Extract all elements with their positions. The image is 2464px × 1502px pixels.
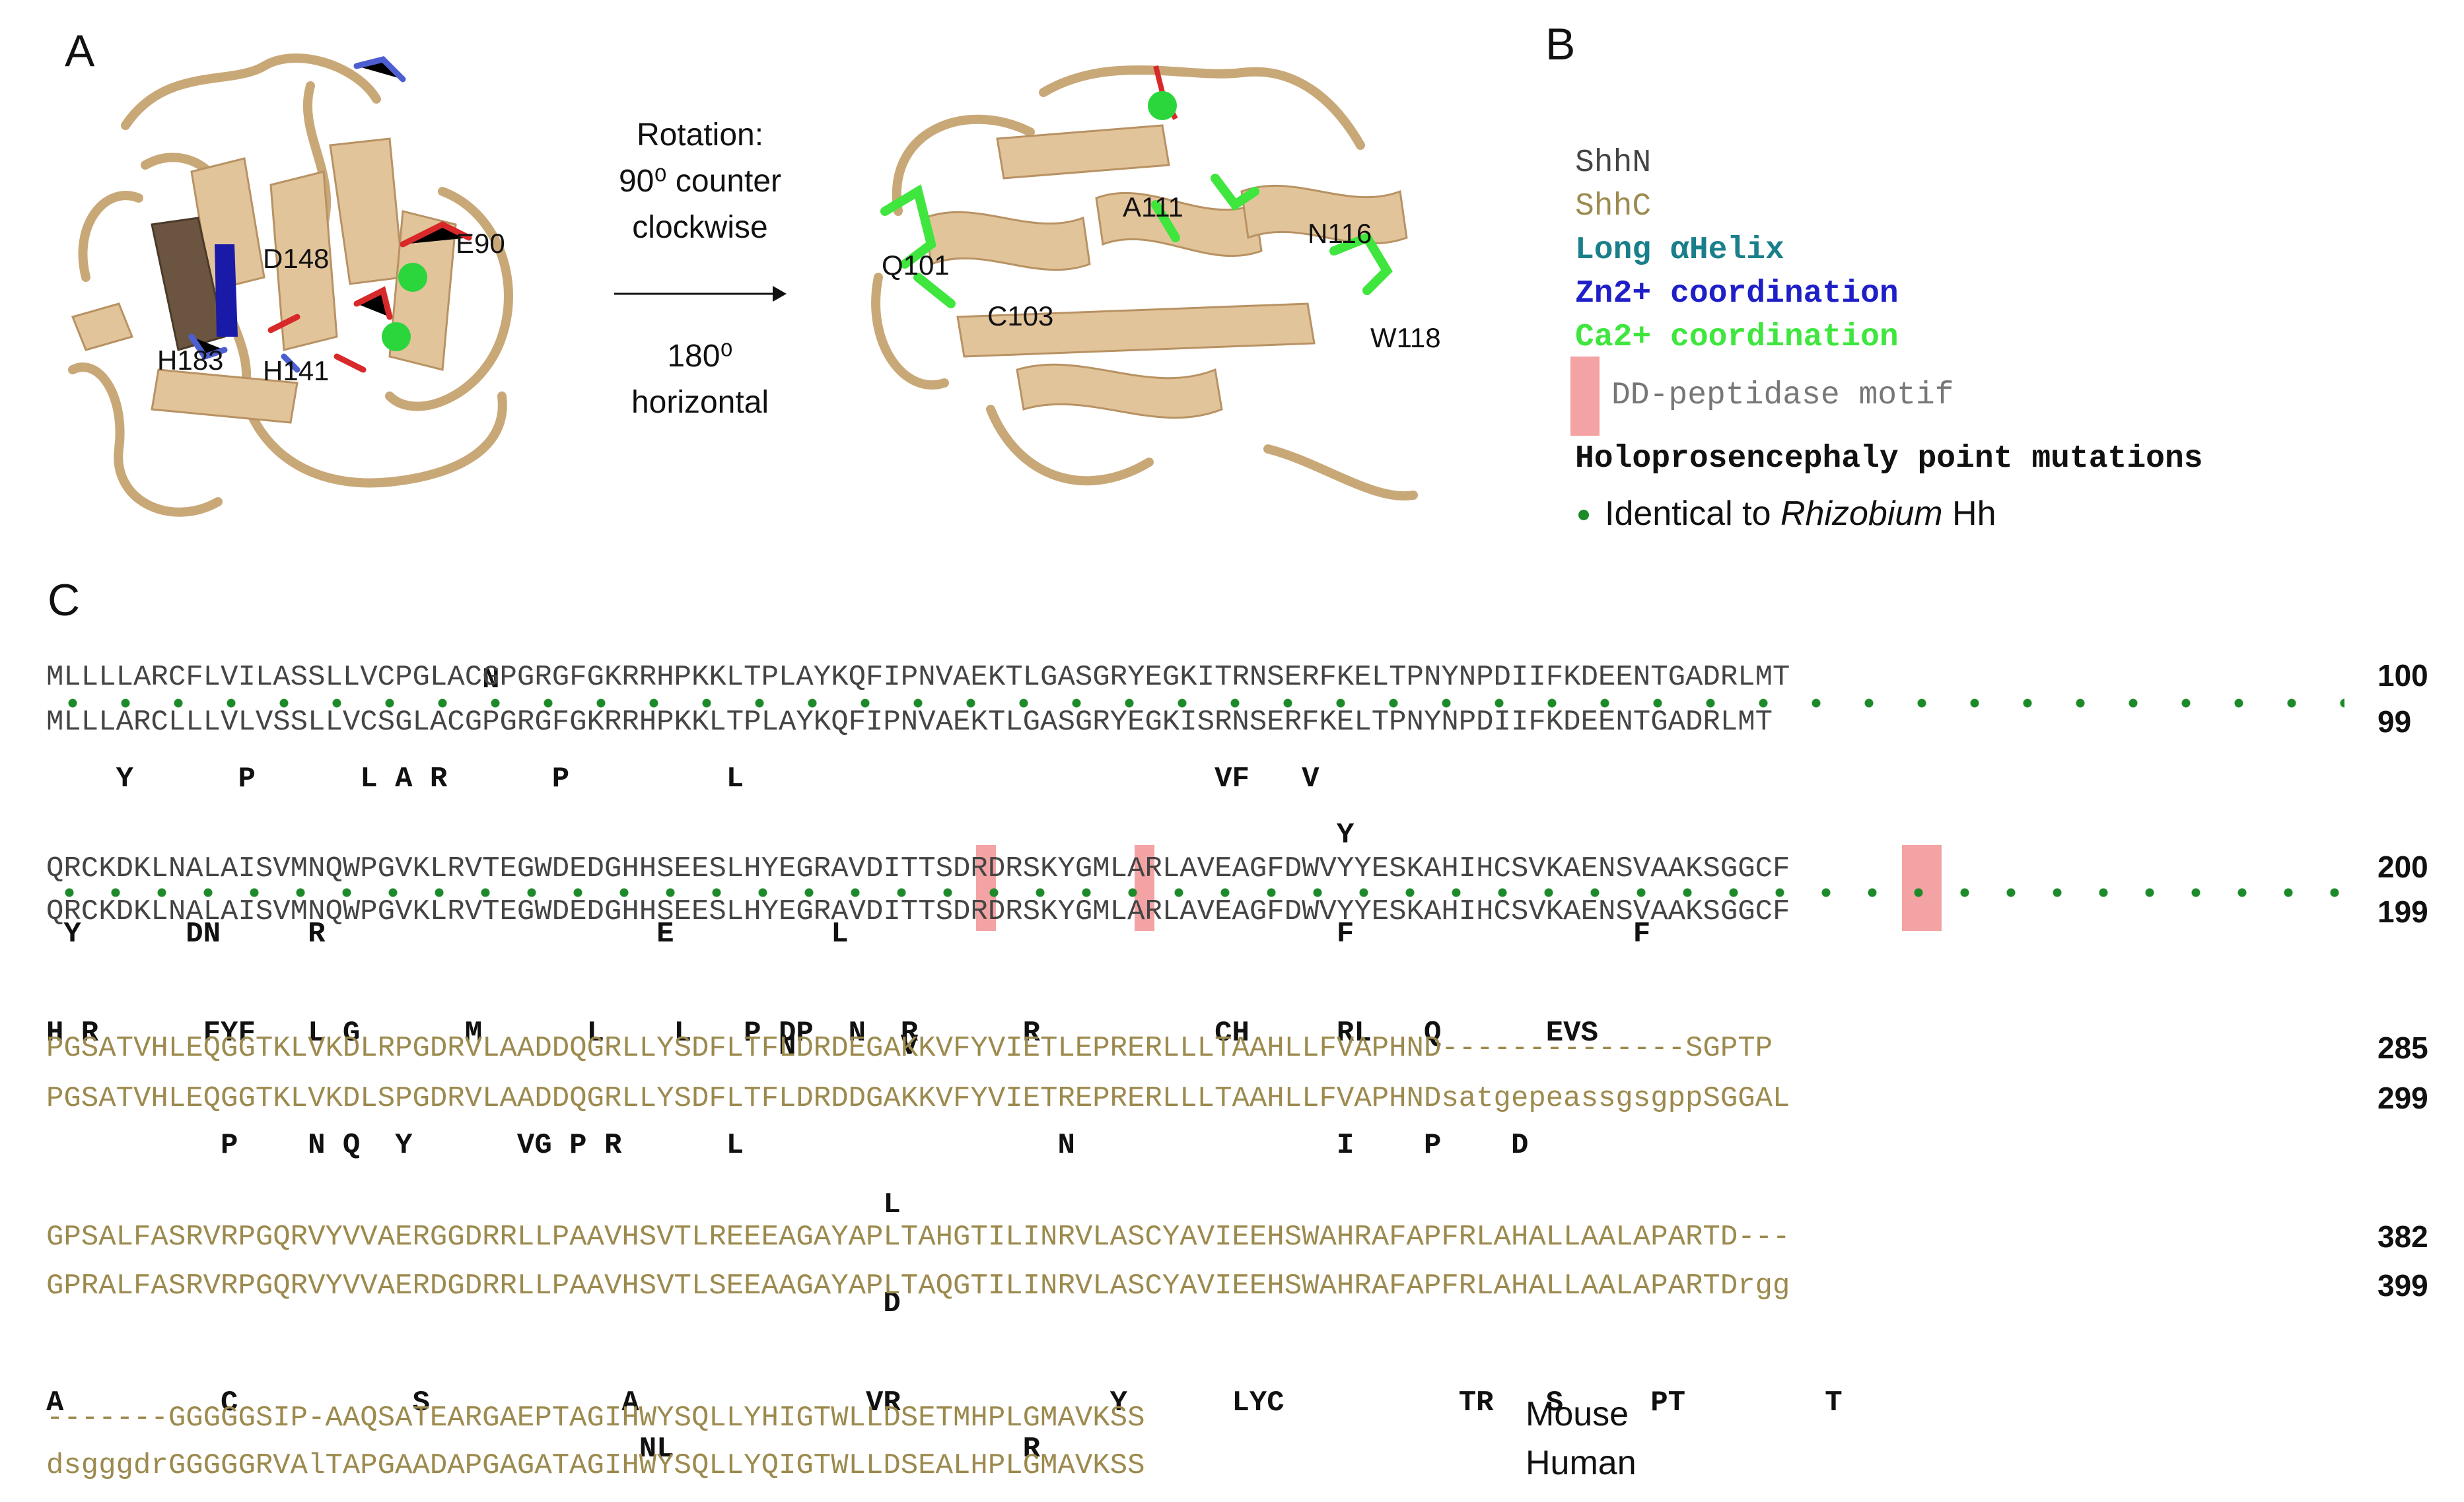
block3-mutations: N V P N Q Y VG P R L N I P D	[46, 964, 1528, 1228]
legend-identical-suffix: Hh	[1942, 495, 1996, 533]
block3-number-mouse: 285	[2377, 1031, 2428, 1065]
legend-dot-icon	[1578, 510, 1589, 520]
block1-number-mouse: 100	[2377, 658, 2428, 693]
rotation-line-5: horizontal	[631, 385, 769, 420]
block2-number-mouse: 200	[2377, 850, 2428, 884]
residue-label-h141: H141	[263, 355, 330, 386]
block4-number-mouse: 382	[2377, 1219, 2428, 1254]
residue-label-c103: C103	[987, 300, 1054, 331]
species-label-mouse: Mouse	[1526, 1395, 1629, 1433]
block1-mouse-seq: MLLLLARCFLVILASSLLVCPGLACGPGRGFGKRRHPKKL…	[46, 661, 1790, 694]
block4-mut-row2: D	[46, 1287, 901, 1320]
species-label-human: Human	[1526, 1444, 1637, 1482]
block1-mutations: N Y P L A R P L VF V	[46, 597, 1320, 862]
block2-number-human: 199	[2377, 895, 2428, 929]
block5-mutations: NL R	[46, 1367, 1040, 1502]
block2-mouse-seq: QRCKDKLNALAISVMNQWPGVKLRVTEGWDEDGHHSEESL…	[46, 852, 1790, 885]
legend-identical: Identical to Rhizobium Hh	[1605, 494, 1996, 533]
block1-identity-dots	[46, 699, 2358, 708]
protein-structure-right	[871, 65, 1418, 501]
residue-label-q101: Q101	[882, 250, 950, 281]
block2-mut-row1: Y	[46, 819, 1355, 852]
block2-human-seq: QRCKDKLNALAISVMNQWPGVKLRVTEGWDEDGHHSEESL…	[46, 895, 1790, 928]
block4-human-seq: GPRALFASRVRPGQRVYVVAERDGDRRLLPAAVHSVTLSE…	[46, 1270, 1790, 1303]
residue-label-d148: D148	[263, 243, 330, 274]
panel-label-a: A	[65, 26, 95, 76]
block2-mut-row3: H R FYF L G M L L P DP N R R CH RL Q EVS	[46, 1017, 1598, 1050]
block2-identity-dots	[46, 888, 2344, 897]
legend-dd-peptidase: DD-peptidase motif	[1611, 378, 1954, 413]
legend-dd-box	[1570, 357, 1600, 436]
block1-mut-row1: N	[46, 664, 1302, 697]
legend-hpe-mutations: Holoprosencephaly point mutations	[1575, 441, 2203, 477]
residue-label-w118: W118	[1370, 322, 1441, 353]
block5-human-seq: dsgggdrGGGGGRVAlTAPGAADAPGAGATAGIHWYSQLL…	[46, 1449, 1145, 1482]
block3-mut-row2: P N Q Y VG P R L N I P D	[46, 1129, 1529, 1162]
rotation-text-top: Rotation: 90⁰ counter clockwise	[575, 112, 826, 251]
block1-number-human: 99	[2377, 704, 2412, 739]
legend-ca-coordination: Ca2+ coordination	[1575, 320, 1899, 355]
block4-mouse-seq: GPSALFASRVRPGQRVYVVAERGGDRRLLPAAVHSVTLRE…	[46, 1221, 1790, 1254]
residue-label-e90: E90	[456, 228, 505, 259]
residue-label-n116: N116	[1308, 218, 1372, 249]
block2-mutations: Y Y DN R E L F F H R FYF L G M L L P DP …	[46, 753, 1650, 1116]
residue-label-h183: H183	[157, 345, 224, 376]
block1-mut-row2: Y P L A R P L VF V	[46, 763, 1320, 796]
legend-zn-coordination: Zn2+ coordination	[1575, 276, 1899, 312]
protein-structure-left	[68, 53, 513, 517]
rotation-line-1: Rotation:	[636, 118, 764, 153]
block3-mouse-seq: PGSATVHLEQGGTKLVKDLRPGDRVLAADDQGRLLYSDFL…	[46, 1032, 1773, 1065]
legend-shhc: ShhC	[1575, 189, 1652, 224]
rotation-line-3: clockwise	[632, 210, 768, 245]
block5-mut-row1: NL R	[46, 1433, 1041, 1466]
legend-long-helix: Long αHelix	[1575, 232, 1784, 268]
block3-number-human: 299	[2377, 1081, 2428, 1115]
rotation-line-2: 90⁰ counter	[618, 164, 782, 199]
block4-number-human: 399	[2377, 1268, 2428, 1303]
block4-mutations: L D A C S A VR Y LYC TR S PT T	[46, 1122, 1843, 1485]
identity-dot-row	[46, 699, 2344, 708]
legend-shhn: ShhN	[1575, 145, 1652, 181]
block3-human-seq: PGSATVHLEQGGTKLVKDLSPGDRVLAADDQGRLLYSDFL…	[46, 1082, 1790, 1115]
block3-mut-row1: N V	[46, 1030, 919, 1063]
legend-identical-species: Rhizobium	[1780, 495, 1943, 533]
block1-human-seq: MLLLARCLLLVLVSSLLVCSGLACGPGRGFGKRRHPKKLT…	[46, 706, 1773, 739]
rotation-text-bottom: 180⁰ horizontal	[575, 333, 826, 426]
panel-label-b: B	[1545, 19, 1576, 69]
residue-label-a111: A111	[1123, 191, 1183, 222]
block5-mouse-seq: -------GGGGGSIP-AAQSATEARGAEPTAGIHWYSQLL…	[46, 1402, 1145, 1435]
rotation-arrow	[614, 286, 787, 302]
legend-identical-prefix: Identical to	[1605, 495, 1780, 533]
rotation-line-4: 180⁰	[667, 339, 733, 374]
panel-label-c: C	[48, 575, 81, 625]
block2-mut-row2: Y DN R E L F F	[46, 918, 1651, 951]
block4-mut-row1: L	[46, 1188, 901, 1221]
block4-mut-row3: A C S A VR Y LYC TR S PT T	[46, 1386, 1843, 1419]
